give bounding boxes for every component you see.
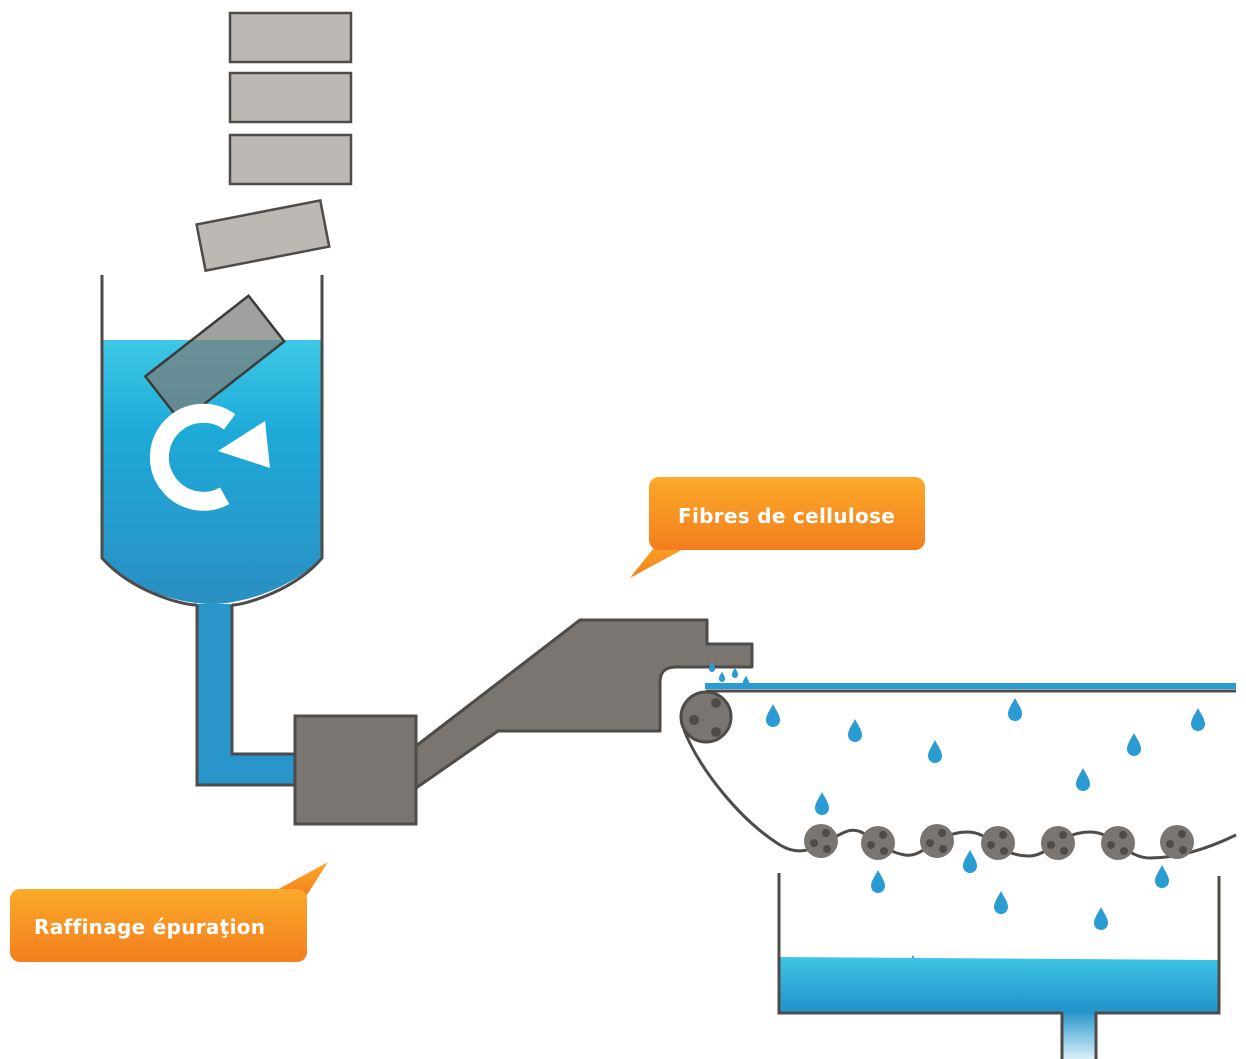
roller-icon [1041,826,1075,860]
roller-icon [861,826,895,860]
roller-icon [981,826,1015,860]
roller-icon [1101,826,1135,860]
water-drop-icon [1076,768,1090,791]
water-drop-icon [1094,907,1108,930]
water-drop-icon [848,719,862,742]
roller-row [804,824,1194,860]
water-drop-icon [1191,708,1205,731]
roller-icon [804,824,838,858]
water-drop-icon [1155,865,1169,888]
callout-raffinage-label: Raffinage épuraţion [34,915,265,939]
callout-fibres-label: Fibres de cellulose [678,504,895,528]
roller-icon [679,690,733,744]
drain-water [1062,1013,1096,1059]
callout-fibres: Fibres de cellulose [630,477,925,578]
paper-sheet-4 [195,198,331,273]
water-drop-icon [1127,733,1141,756]
water-drop-icon [963,850,977,873]
callout-raffinage: Raffinage épuraţion [10,862,328,962]
roller-icon [1160,825,1194,859]
water-drop-icon [928,740,942,763]
refiner-box [293,714,418,826]
water-drop-icon [731,667,739,678]
basin-water [779,957,1219,1059]
paper-sheet-1 [228,11,353,64]
tank-wall-right [231,275,324,607]
pulping-tank [100,275,324,607]
paper-sheet-2 [228,71,353,124]
water-drop-icon [766,704,780,727]
feed-pipe [195,604,296,787]
tank-wall [100,275,198,607]
submerged-sheet [143,293,287,424]
water-drop-icon [994,891,1008,914]
paper-sheet-3 [228,133,353,186]
collection-basin [777,873,1221,1059]
forming-wire [679,683,1237,860]
rotate-arrow-icon [149,403,270,511]
water-drop-icon [1008,698,1022,721]
tank-water [103,340,322,604]
water-drop-icon [871,870,885,893]
water-drop-icon [815,792,829,815]
headbox [414,618,754,790]
roller-icon [920,824,954,858]
paper-sheets [195,11,353,273]
pulp-layer [705,683,1236,689]
water-drop-icon [718,671,726,682]
